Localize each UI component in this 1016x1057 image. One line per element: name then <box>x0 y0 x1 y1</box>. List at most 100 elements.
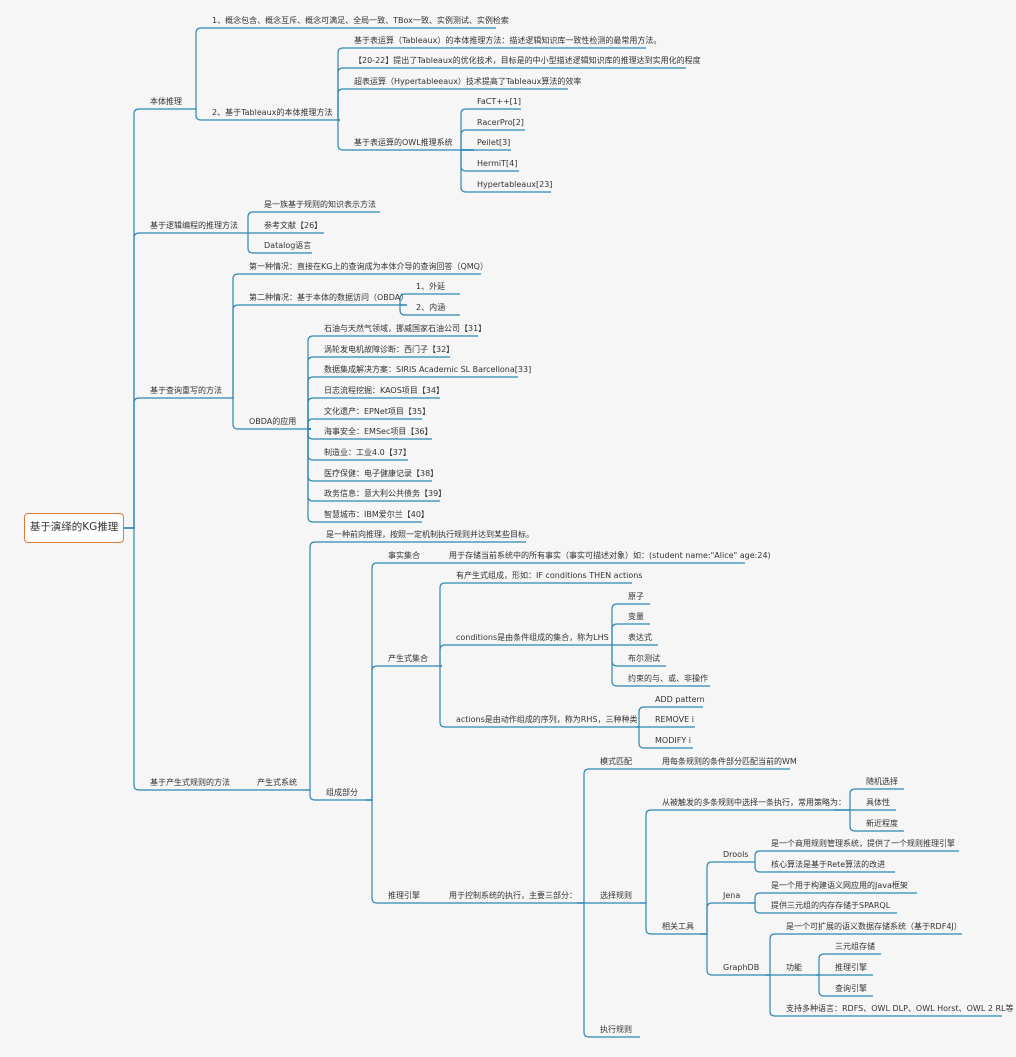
connector-t3 <box>337 88 568 121</box>
node-b1c2[interactable]: 2、基于Tableaux的本体推理方法 <box>212 108 333 117</box>
node-b2i2[interactable]: 参考文献【26】 <box>264 221 323 230</box>
node-q2b[interactable]: 2、内涵 <box>416 303 446 312</box>
node-c4[interactable]: 约束的与、或、非操作 <box>628 674 708 683</box>
connector-parts <box>305 789 366 801</box>
node-t3[interactable]: 超表运算（Hypertableeaux）技术提高了Tableaux算法的效率 <box>354 77 582 86</box>
node-matchd[interactable]: 用每条规则的条件部分匹配当前的WM <box>662 757 797 766</box>
node-f2[interactable]: 查询引擎 <box>835 984 867 993</box>
connector-gdbd <box>765 933 962 976</box>
connector-b2i1 <box>247 211 380 233</box>
connector-o5 <box>460 149 551 193</box>
node-o4[interactable]: HermiT[4] <box>477 159 518 168</box>
node-s1[interactable]: 具体性 <box>866 798 890 807</box>
connector-c1 <box>611 623 650 645</box>
node-c1[interactable]: 变量 <box>628 612 644 621</box>
node-q2a[interactable]: 1、外延 <box>416 282 446 291</box>
node-s0[interactable]: 随机选择 <box>866 777 898 786</box>
node-a1[interactable]: 涡轮发电机故障诊断：西门子【32】 <box>324 345 455 354</box>
node-a7[interactable]: 医疗保健：电子健康记录【38】 <box>324 469 439 478</box>
node-f0[interactable]: 三元组存储 <box>835 942 875 951</box>
node-b4[interactable]: 基于产生式规则的方法 <box>150 778 230 787</box>
connector-d0 <box>636 706 703 728</box>
node-prodd[interactable]: 有产生式组成，形如：IF conditions THEN actions <box>456 571 643 580</box>
node-strat[interactable]: 从被触发的多条规则中选择一条执行，常用策略为： <box>662 798 846 807</box>
root-node[interactable]: 基于演绎的KG推理 <box>24 513 124 543</box>
node-je0[interactable]: 是一个用于构建语义网应用的Java框架 <box>771 881 908 890</box>
node-a5[interactable]: 海事安全：EMSec项目【36】 <box>324 427 433 436</box>
node-d1[interactable]: REMOVE i <box>655 715 694 724</box>
connector-cond <box>439 644 612 667</box>
connector-match <box>577 768 638 904</box>
node-c3[interactable]: 布尔测试 <box>628 654 660 663</box>
node-func[interactable]: 功能 <box>786 963 802 972</box>
node-q2[interactable]: 第二种情况：基于本体的数据访问（OBDA） <box>249 293 409 302</box>
node-ps[interactable]: 产生式系统 <box>257 778 297 787</box>
connector-c4 <box>611 645 710 687</box>
connector-langs <box>765 974 1002 1017</box>
node-dr0[interactable]: 是一个商用规则管理系统，提供了一个规则推理引擎 <box>771 839 955 848</box>
node-b1c1[interactable]: 1、概念包含、概念互斥、概念可满足、全局一致、TBox一致、实例测试、实例检索 <box>212 16 509 25</box>
node-q1[interactable]: 第一种情况：直接在KG上的查询成为本体介导的查询回答（QMQ） <box>249 262 488 271</box>
node-langs[interactable]: 支持多种语言：RDFS、OWL DLP、OWL Horst、OWL 2 RL等 <box>786 1004 1014 1013</box>
node-engd[interactable]: 用于控制系统的执行，主要三部分： <box>449 891 577 900</box>
node-o1[interactable]: FaCT++[1] <box>477 97 521 106</box>
node-cond[interactable]: conditions是由条件组成的集合，称为LHS <box>456 633 609 642</box>
node-gdb[interactable]: GraphDB <box>723 963 760 972</box>
node-a6[interactable]: 制造业：工业4.0【37】 <box>324 448 411 457</box>
connector-act <box>439 665 636 728</box>
node-owl[interactable]: 基于表运算的OWL推理系统 <box>354 138 453 147</box>
connector-c0 <box>611 603 650 645</box>
node-b2i3[interactable]: Datalog语言 <box>264 241 312 250</box>
node-a0[interactable]: 石油与天然气领域，挪威国家石油公司【31】 <box>324 324 487 333</box>
node-o2[interactable]: RacerPro[2] <box>477 118 524 127</box>
node-d0[interactable]: ADD pattern <box>655 695 705 704</box>
connector-owl <box>337 119 474 151</box>
node-a3[interactable]: 日志流程挖掘：KAOS项目【34】 <box>324 386 444 395</box>
node-a4[interactable]: 文化遗产：EPNet项目【35】 <box>324 407 431 416</box>
node-a2[interactable]: 数据集成解决方案：SIRIS Academic SL Barcellona[33… <box>324 365 532 374</box>
node-o3[interactable]: Peilet[3] <box>477 138 511 147</box>
node-c0[interactable]: 原子 <box>628 592 644 601</box>
connector-prodd <box>439 582 632 667</box>
node-b3[interactable]: 基于查询重写的方法 <box>150 386 222 395</box>
node-gdbd[interactable]: 是一个可扩展的语义数据存储系统（基于RDF4J） <box>786 922 962 931</box>
node-sel[interactable]: 选择规则 <box>600 891 632 900</box>
connector-facts <box>366 562 432 801</box>
node-exec[interactable]: 执行规则 <box>600 1025 632 1034</box>
node-je1[interactable]: 提供三元组的内存存储于SPARQL <box>771 901 891 910</box>
node-psd[interactable]: 是一种前向推理，按照一定机制执行规则并达到某些目标。 <box>326 530 534 539</box>
node-prod[interactable]: 产生式集合 <box>388 654 428 663</box>
node-tools[interactable]: 相关工具 <box>662 922 694 931</box>
node-c2[interactable]: 表达式 <box>628 633 652 642</box>
node-f1[interactable]: 推理引擎 <box>835 963 867 972</box>
node-parts[interactable]: 组成部分 <box>326 788 358 797</box>
connector-jena <box>700 902 749 935</box>
node-act[interactable]: actions是由动作组成的序列，称为RHS，三种种类 <box>456 715 638 724</box>
connector-b2i3 <box>247 233 312 254</box>
node-b1[interactable]: 本体推理 <box>150 97 182 106</box>
node-obda[interactable]: OBDA的应用 <box>249 417 297 426</box>
node-jena[interactable]: Jena <box>723 891 741 900</box>
connector-q2 <box>232 304 407 399</box>
node-s2[interactable]: 新近程度 <box>866 819 898 828</box>
node-eng[interactable]: 推理引擎 <box>388 891 420 900</box>
node-dr1[interactable]: 核心算法是基于Rete算法的改进 <box>771 860 886 869</box>
connector-psd <box>305 541 526 791</box>
node-drools[interactable]: Drools <box>723 850 749 859</box>
connector-dr1 <box>754 862 895 873</box>
connector-a1 <box>307 356 450 430</box>
node-a8[interactable]: 政务信息：意大利公共债务【39】 <box>324 489 447 498</box>
node-match[interactable]: 模式匹配 <box>600 757 632 766</box>
node-b2i1[interactable]: 是一族基于规则的知识表示方法 <box>264 200 376 209</box>
node-t2[interactable]: 【20-22】提出了Tableaux的优化技术，目标是的中小型描述逻辑知识库的推… <box>354 56 701 65</box>
connector-a4 <box>307 418 422 430</box>
connector-strat <box>640 809 834 904</box>
node-a9[interactable]: 智慧城市：IBM爱尔兰【40】 <box>324 510 429 519</box>
node-factsd[interactable]: 用于存储当前系统中的所有事实（事实可描述对象）如：(student name:"… <box>449 551 771 560</box>
node-o5[interactable]: Hypertableaux[23] <box>477 180 553 189</box>
node-d2[interactable]: MODIFY i <box>655 736 691 745</box>
node-facts[interactable]: 事实集合 <box>388 551 420 560</box>
node-b2[interactable]: 基于逻辑编程的推理方法 <box>150 221 238 230</box>
connector-je0 <box>749 892 917 904</box>
node-t1[interactable]: 基于表运算（Tableaux）的本体推理方法：描述逻辑知识库一致性检测的最常用方… <box>354 36 662 45</box>
